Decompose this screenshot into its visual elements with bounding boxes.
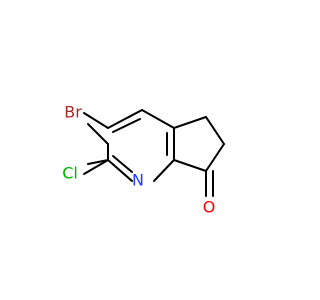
bond-c4a-c4 — [141, 109, 175, 129]
diagram-background — [0, 0, 300, 300]
bond-c3-c2 — [87, 123, 109, 145]
bond-c6-c7 — [205, 143, 225, 172]
bond-c5-c6 — [205, 116, 225, 145]
nitrogen-label: N — [132, 171, 144, 190]
bond-c7-c7a — [173, 159, 207, 172]
aromatic-inner-3 — [112, 118, 141, 133]
bond-group — [83, 109, 225, 197]
bond-c3-br — [83, 112, 109, 129]
bond-c2-n — [107, 159, 133, 182]
oxygen-label: O — [203, 198, 216, 217]
molecule-canvas: Br Cl N O — [0, 0, 300, 300]
chlorine-label: Cl — [62, 164, 78, 183]
bond-c2-c3-short — [87, 159, 109, 165]
bond-c4-c3 — [107, 109, 143, 129]
bromine-label: Br — [64, 103, 82, 122]
aromatic-inner-1 — [112, 155, 133, 173]
bond-c2-cl — [83, 159, 109, 175]
structure-diagram: Br Cl N O — [0, 0, 300, 300]
bond-n-c7a — [153, 159, 175, 182]
bond-c4a-c5 — [173, 116, 207, 129]
